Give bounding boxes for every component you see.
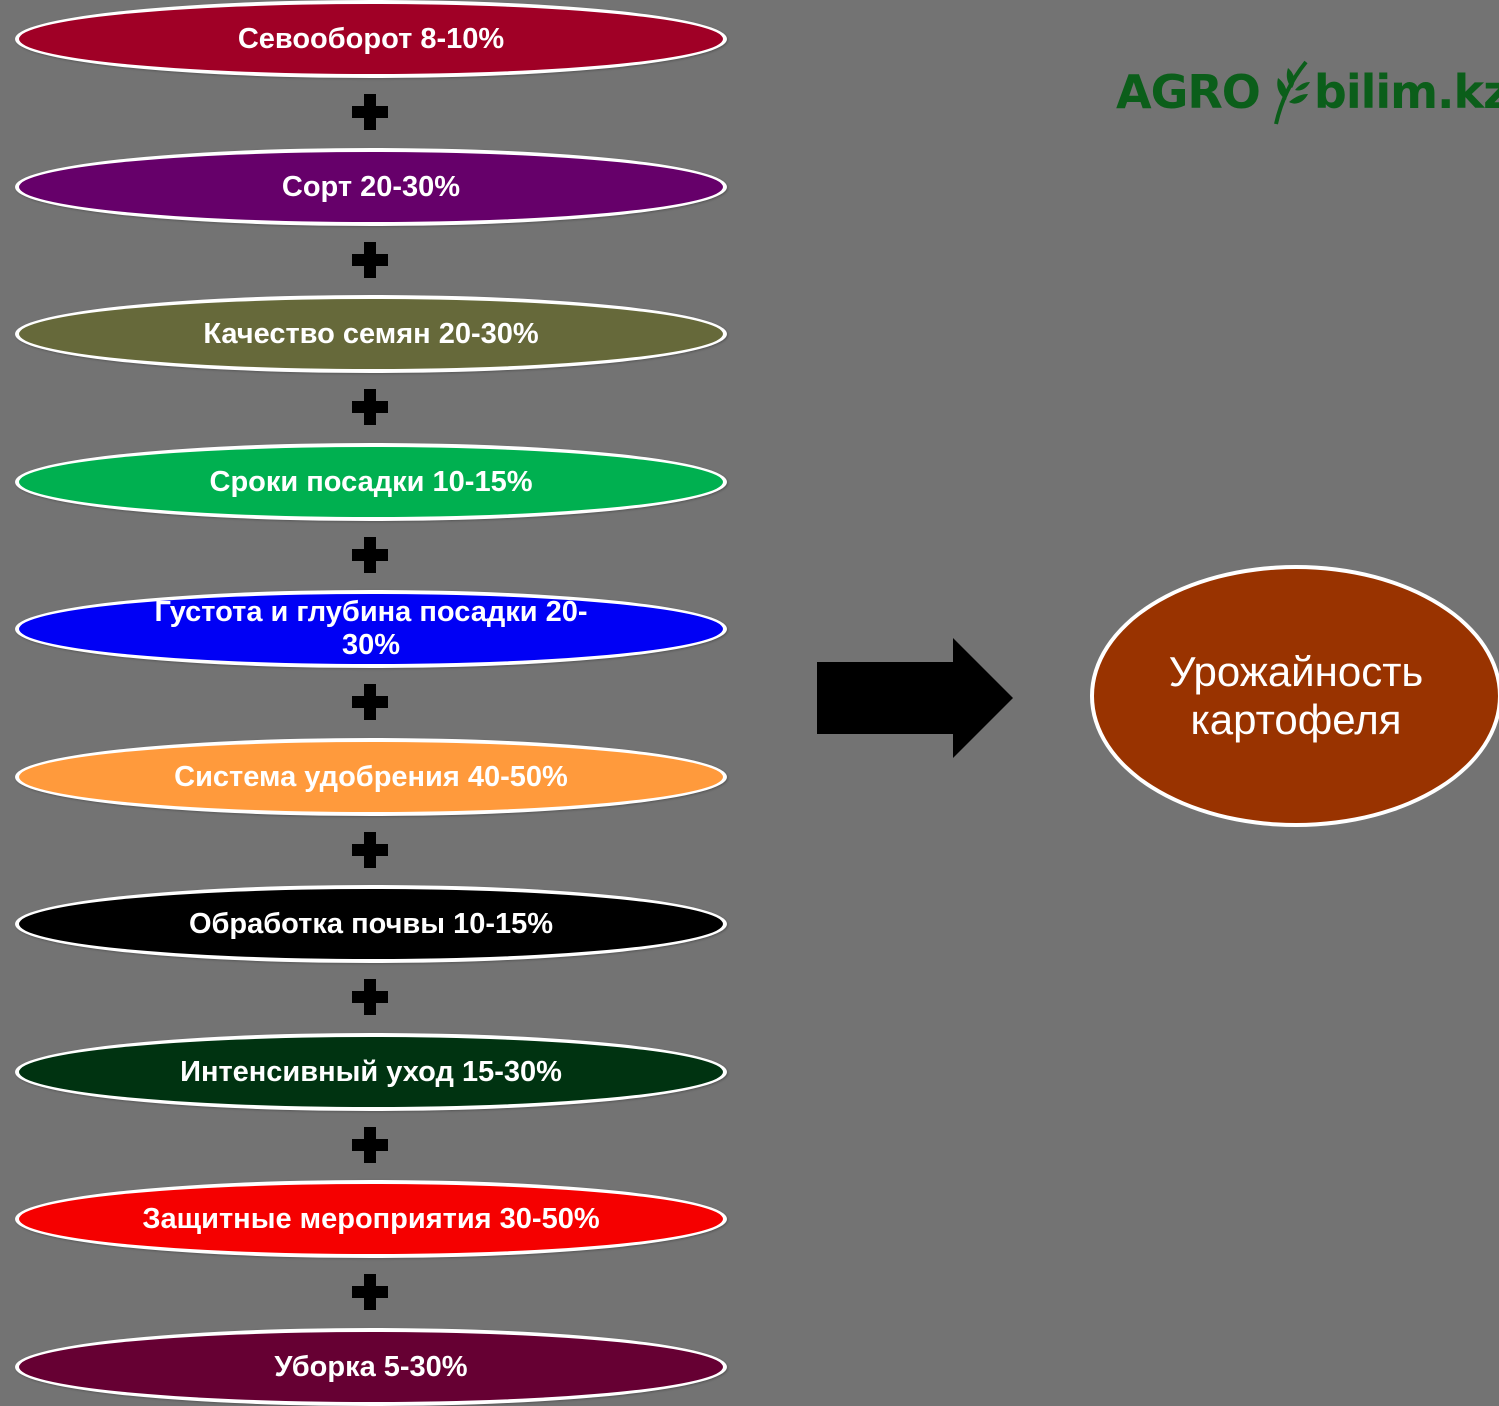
factor-ellipse-7: Обработка почвы 10-15% — [15, 885, 727, 963]
factor-ellipse-4: Сроки посадки 10-15% — [15, 443, 727, 521]
plus-icon — [352, 389, 388, 425]
agrobilim-logo: AGRO bilim.kz — [1116, 56, 1499, 128]
factor-ellipse-1: Севооборот 8-10% — [15, 0, 727, 78]
factor-ellipse-9: Защитные мероприятия 30-50% — [15, 1180, 727, 1258]
factor-label: Система удобрения 40-50% — [174, 760, 568, 793]
factor-label: Сорт 20-30% — [281, 170, 461, 203]
result-ellipse: Урожайность картофеля — [1090, 565, 1499, 827]
factor-label: Уборка 5-30% — [274, 1350, 468, 1383]
plus-icon — [352, 1274, 388, 1310]
plus-icon — [352, 979, 388, 1015]
factor-label: Обработка почвы 10-15% — [188, 907, 554, 940]
factor-ellipse-2: Сорт 20-30% — [15, 148, 727, 226]
result-label: Урожайность картофеля — [1168, 648, 1424, 743]
factor-label: Севооборот 8-10% — [237, 22, 505, 55]
wheat-leaf-icon — [1273, 60, 1310, 125]
factor-ellipse-6: Система удобрения 40-50% — [15, 738, 727, 816]
plus-icon — [352, 537, 388, 573]
plus-icon — [352, 832, 388, 868]
plus-icon — [352, 1127, 388, 1163]
logo-text-agro: AGRO — [1116, 65, 1261, 119]
right-arrow-icon — [815, 636, 1015, 760]
plus-icon — [352, 684, 388, 720]
factor-label: Качество семян 20-30% — [203, 317, 539, 350]
factor-label: Сроки посадки 10-15% — [209, 465, 533, 498]
logo-text-bilim: bilim.kz — [1313, 65, 1499, 119]
factor-label: Защитные мероприятия 30-50% — [142, 1202, 600, 1235]
factor-ellipse-10: Уборка 5-30% — [15, 1328, 727, 1406]
factor-label: Интенсивный уход 15-30% — [180, 1055, 562, 1088]
factor-label: Густота и глубина посадки 20-30% — [154, 596, 588, 661]
factor-ellipse-5: Густота и глубина посадки 20-30% — [15, 590, 727, 668]
plus-icon — [352, 94, 388, 130]
factor-ellipse-3: Качество семян 20-30% — [15, 295, 727, 373]
factor-ellipse-8: Интенсивный уход 15-30% — [15, 1033, 727, 1111]
plus-icon — [352, 242, 388, 278]
